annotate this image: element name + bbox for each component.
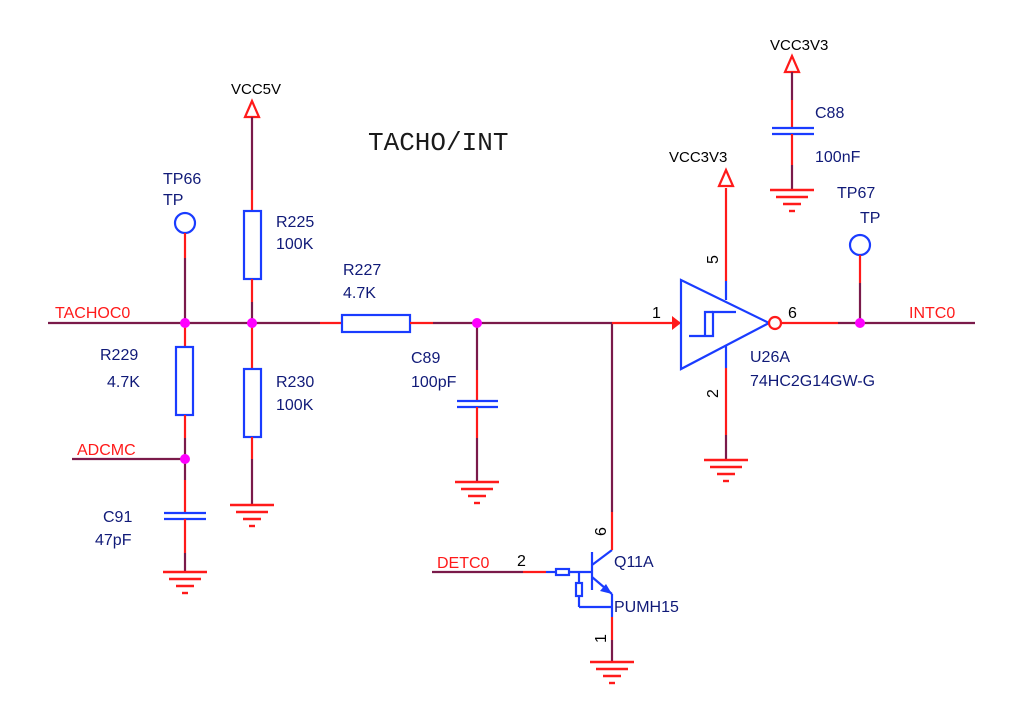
tp67-value: TP: [860, 210, 880, 227]
r229-resistor[interactable]: [174, 323, 195, 459]
r227-ref: R227: [343, 262, 381, 279]
junction-dot: [180, 318, 190, 328]
tp66-testpoint[interactable]: [173, 211, 197, 323]
tp66-ref: TP66: [163, 171, 201, 188]
q11a-value: PUMH15: [614, 599, 679, 616]
c91-ref: C91: [103, 509, 132, 526]
ground-icon: [704, 458, 748, 483]
c89-value: 100pF: [411, 374, 457, 391]
r227-resistor[interactable]: [340, 313, 612, 334]
q11-pin1-label: 1: [593, 634, 610, 643]
u26a-ref: U26A: [750, 349, 790, 366]
ground-icon: [455, 480, 499, 505]
junction-dot: [855, 318, 865, 328]
vcc5v-power-symbol: [243, 98, 261, 190]
tp66-value: TP: [163, 192, 183, 209]
u26-pin1-label: 1: [652, 305, 661, 322]
u26-pin6-label: 6: [788, 305, 797, 322]
ground-icon: [770, 188, 814, 213]
net-label-adcmc: ADCMC: [77, 442, 136, 459]
r225-ref: R225: [276, 214, 314, 231]
c91-value: 47pF: [95, 532, 132, 549]
net-label-tachoc0: TACHOC0: [55, 305, 130, 322]
q11-pin2-label: 2: [517, 553, 526, 570]
q11-pin6-label: 6: [593, 527, 610, 536]
q11a-ref: Q11A: [614, 554, 654, 571]
u26a-value: 74HC2G14GW-G: [750, 373, 875, 390]
q11a-transistor[interactable]: [546, 549, 614, 617]
c91-capacitor[interactable]: [164, 459, 206, 572]
c89-capacitor[interactable]: [457, 323, 498, 482]
r230-resistor[interactable]: [242, 323, 263, 505]
r230-value: 100K: [276, 397, 314, 414]
ground-icon: [230, 503, 274, 528]
vcc3v3-c88-label: VCC3V3: [770, 37, 828, 54]
tp67-ref: TP67: [837, 185, 875, 202]
r225-resistor[interactable]: [242, 190, 263, 323]
ground-icon: [163, 570, 207, 595]
sheet-title: TACHO/INT: [368, 128, 508, 158]
u26-pin2-label: 2: [705, 389, 722, 398]
u26-pin5-label: 5: [705, 255, 722, 264]
tp67-testpoint[interactable]: [848, 233, 872, 323]
junction-dot: [472, 318, 482, 328]
junction-dot: [247, 318, 257, 328]
net-label-intc0: INTC0: [909, 305, 955, 322]
junction-dot: [180, 454, 190, 464]
c89-ref: C89: [411, 350, 440, 367]
r227-value: 4.7K: [343, 285, 376, 302]
net-label-detc0: DETC0: [437, 555, 490, 572]
r229-value: 4.7K: [107, 374, 140, 391]
r225-value: 100K: [276, 236, 314, 253]
r230-ref: R230: [276, 374, 314, 391]
r229-ref: R229: [100, 347, 138, 364]
c88-capacitor[interactable]: [772, 72, 814, 190]
vcc5v-label: VCC5V: [231, 81, 281, 98]
c88-value: 100nF: [815, 149, 861, 166]
vcc3v3-power-symbol: [717, 167, 735, 188]
vcc3v3-u26-label: VCC3V3: [669, 149, 727, 166]
c88-ref: C88: [815, 105, 844, 122]
vcc3v3-power-symbol: [783, 53, 801, 74]
input-arrow-icon: [672, 316, 681, 330]
ground-icon: [590, 660, 634, 685]
